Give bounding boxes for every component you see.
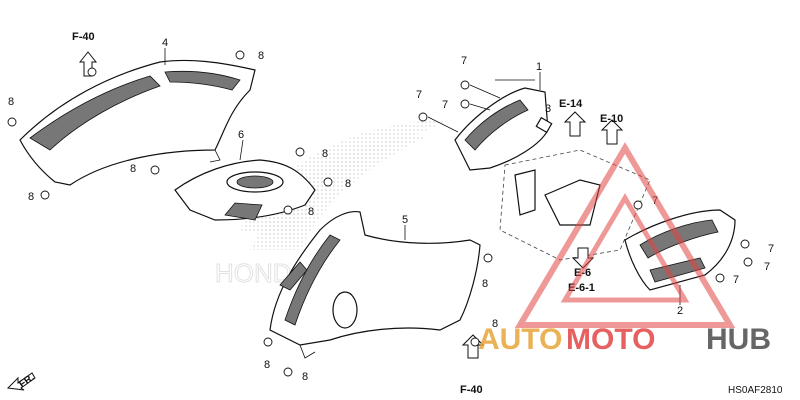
callout-7e: 7 bbox=[768, 243, 774, 255]
ref-f40-bottom: F-40 bbox=[460, 384, 483, 396]
callout-8c: 8 bbox=[258, 50, 264, 62]
part-4-upper-cover bbox=[19, 59, 256, 186]
part-6-center-cover bbox=[174, 159, 316, 221]
callout-8i: 8 bbox=[264, 359, 270, 371]
ref-e10: E-10 bbox=[600, 113, 623, 125]
diagram-code: HS0AF2810 bbox=[728, 385, 783, 396]
callout-7a: 7 bbox=[461, 55, 467, 67]
brand-auto: AUTO bbox=[478, 323, 562, 356]
callout-8j: 8 bbox=[302, 371, 308, 383]
callout-6: 6 bbox=[238, 129, 244, 141]
ref-arrow-e14 bbox=[563, 111, 587, 137]
callout-8e: 8 bbox=[322, 148, 328, 160]
callout-8d: 8 bbox=[130, 163, 136, 175]
callout-7c: 7 bbox=[416, 89, 422, 101]
callout-2: 2 bbox=[677, 305, 683, 317]
brand-hub: HUB bbox=[706, 323, 771, 356]
callout-7f: 7 bbox=[764, 261, 770, 273]
part-1-side-panel bbox=[454, 87, 553, 171]
ref-e14: E-14 bbox=[559, 98, 583, 110]
front-arrow bbox=[6, 372, 36, 391]
callout-8g: 8 bbox=[308, 206, 314, 218]
callout-4: 4 bbox=[162, 37, 168, 49]
callout-1: 1 bbox=[536, 61, 542, 73]
bolts bbox=[7, 50, 753, 377]
callout-3: 3 bbox=[545, 103, 551, 115]
callout-8a: 8 bbox=[8, 96, 14, 108]
ref-f40-top: F-40 bbox=[72, 31, 95, 43]
part-3-clip bbox=[535, 116, 553, 134]
ref-arrow-e10 bbox=[600, 119, 624, 145]
callout-7b: 7 bbox=[442, 99, 448, 111]
part-5-lower-cover bbox=[269, 210, 481, 359]
automotohub-logo: AUTO MOTO HUB bbox=[478, 142, 771, 356]
callout-8f: 8 bbox=[345, 178, 351, 190]
callout-7g: 7 bbox=[733, 274, 739, 286]
callout-8b: 8 bbox=[28, 191, 34, 203]
callout-8h: 8 bbox=[482, 278, 488, 290]
callout-8k: 8 bbox=[492, 318, 498, 330]
brand-moto: MOTO bbox=[566, 323, 655, 356]
callout-5: 5 bbox=[402, 214, 408, 226]
